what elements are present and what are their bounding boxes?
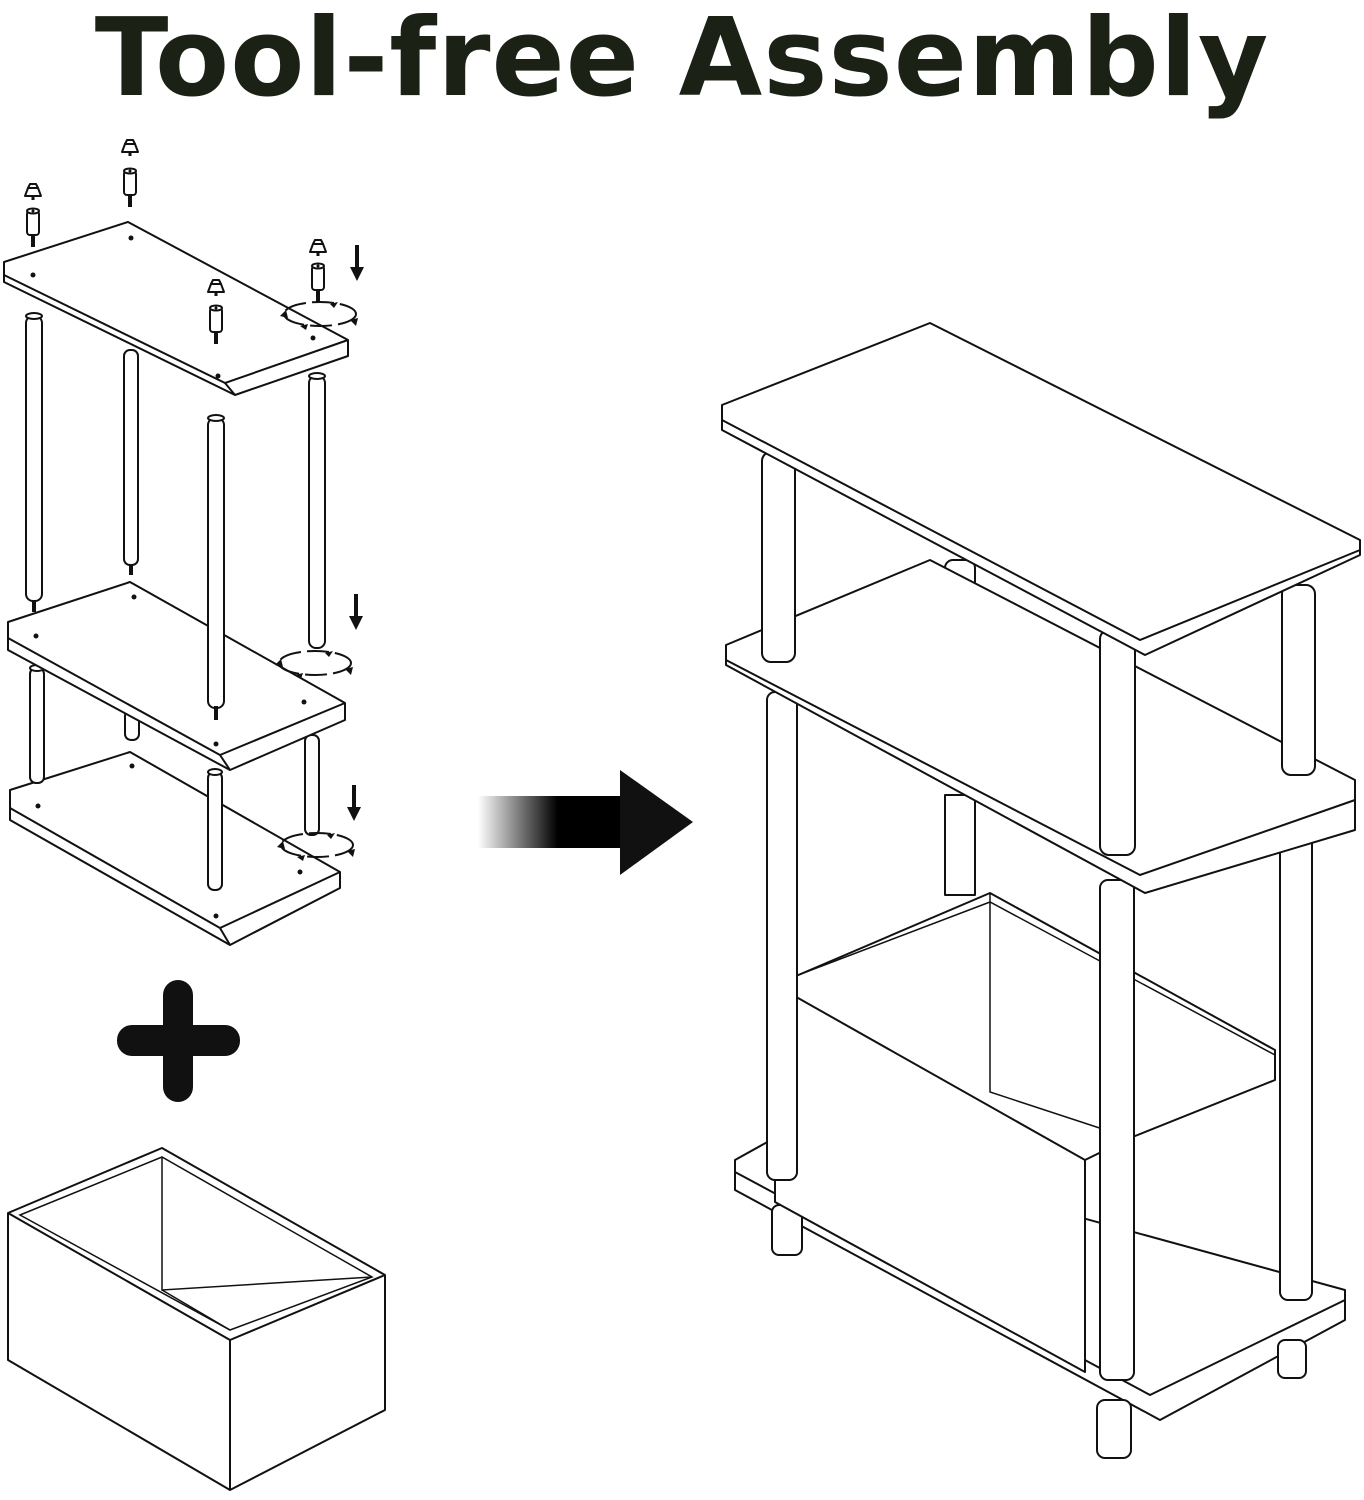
assembled-shelf — [721, 322, 1361, 1459]
middle-board — [7, 581, 346, 771]
top-board — [3, 221, 349, 396]
bottom-board — [9, 751, 341, 946]
exploded-shelf-diagram — [3, 139, 364, 946]
upper-posts — [25, 312, 326, 720]
direction-arrow — [478, 770, 693, 875]
page-title: Tool-free Assembly — [94, 0, 1270, 121]
plus-icon — [117, 980, 240, 1102]
storage-box — [7, 1147, 386, 1491]
